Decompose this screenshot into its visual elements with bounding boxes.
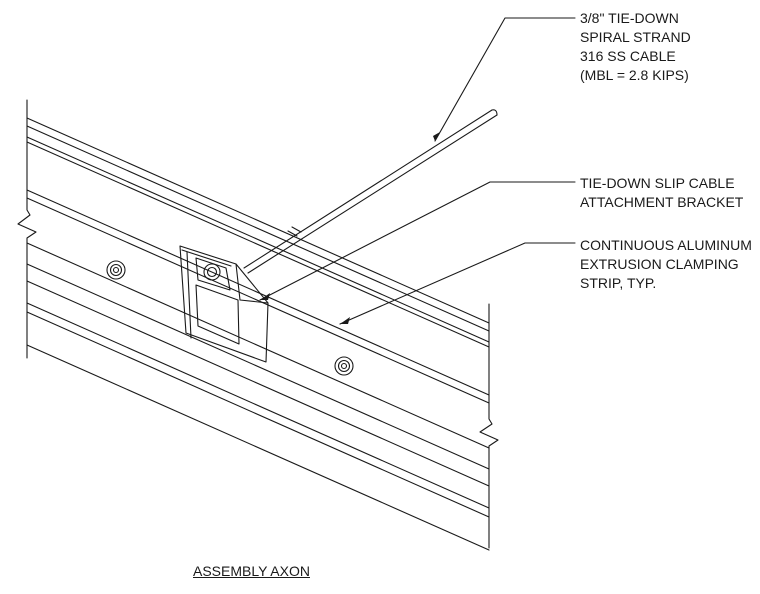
- callout-line: 316 SS CABLE: [580, 48, 676, 64]
- attachment-bracket: [179, 245, 269, 363]
- bolt-left: [106, 260, 126, 280]
- drawing-title: ASSEMBLY AXON: [193, 563, 310, 579]
- callout-line: TIE-DOWN SLIP CABLE: [580, 175, 735, 191]
- extrusion-profile-lines: [26, 117, 490, 551]
- callout-line: CONTINUOUS ALUMINUM: [580, 237, 752, 253]
- callout-line: ATTACHMENT BRACKET: [580, 194, 744, 210]
- callout-cable-label: 3/8" TIE-DOWN SPIRAL STRAND 316 SS CABLE…: [580, 9, 691, 85]
- tie-down-cable: [243, 109, 498, 274]
- callout-strip-label: CONTINUOUS ALUMINUM EXTRUSION CLAMPING S…: [580, 236, 752, 293]
- bolt-right: [334, 356, 354, 376]
- break-line-left: [17, 99, 37, 359]
- callout-line: EXTRUSION CLAMPING: [580, 256, 739, 272]
- callout-line: SPIRAL STRAND: [580, 29, 691, 45]
- leader-lines: [259, 17, 576, 325]
- break-line-right: [479, 303, 499, 549]
- callout-line: 3/8" TIE-DOWN: [580, 10, 679, 26]
- callout-line: (MBL = 2.8 KIPS): [580, 67, 689, 83]
- callout-line: STRIP, TYP.: [580, 275, 657, 291]
- callout-bracket-label: TIE-DOWN SLIP CABLE ATTACHMENT BRACKET: [580, 174, 743, 212]
